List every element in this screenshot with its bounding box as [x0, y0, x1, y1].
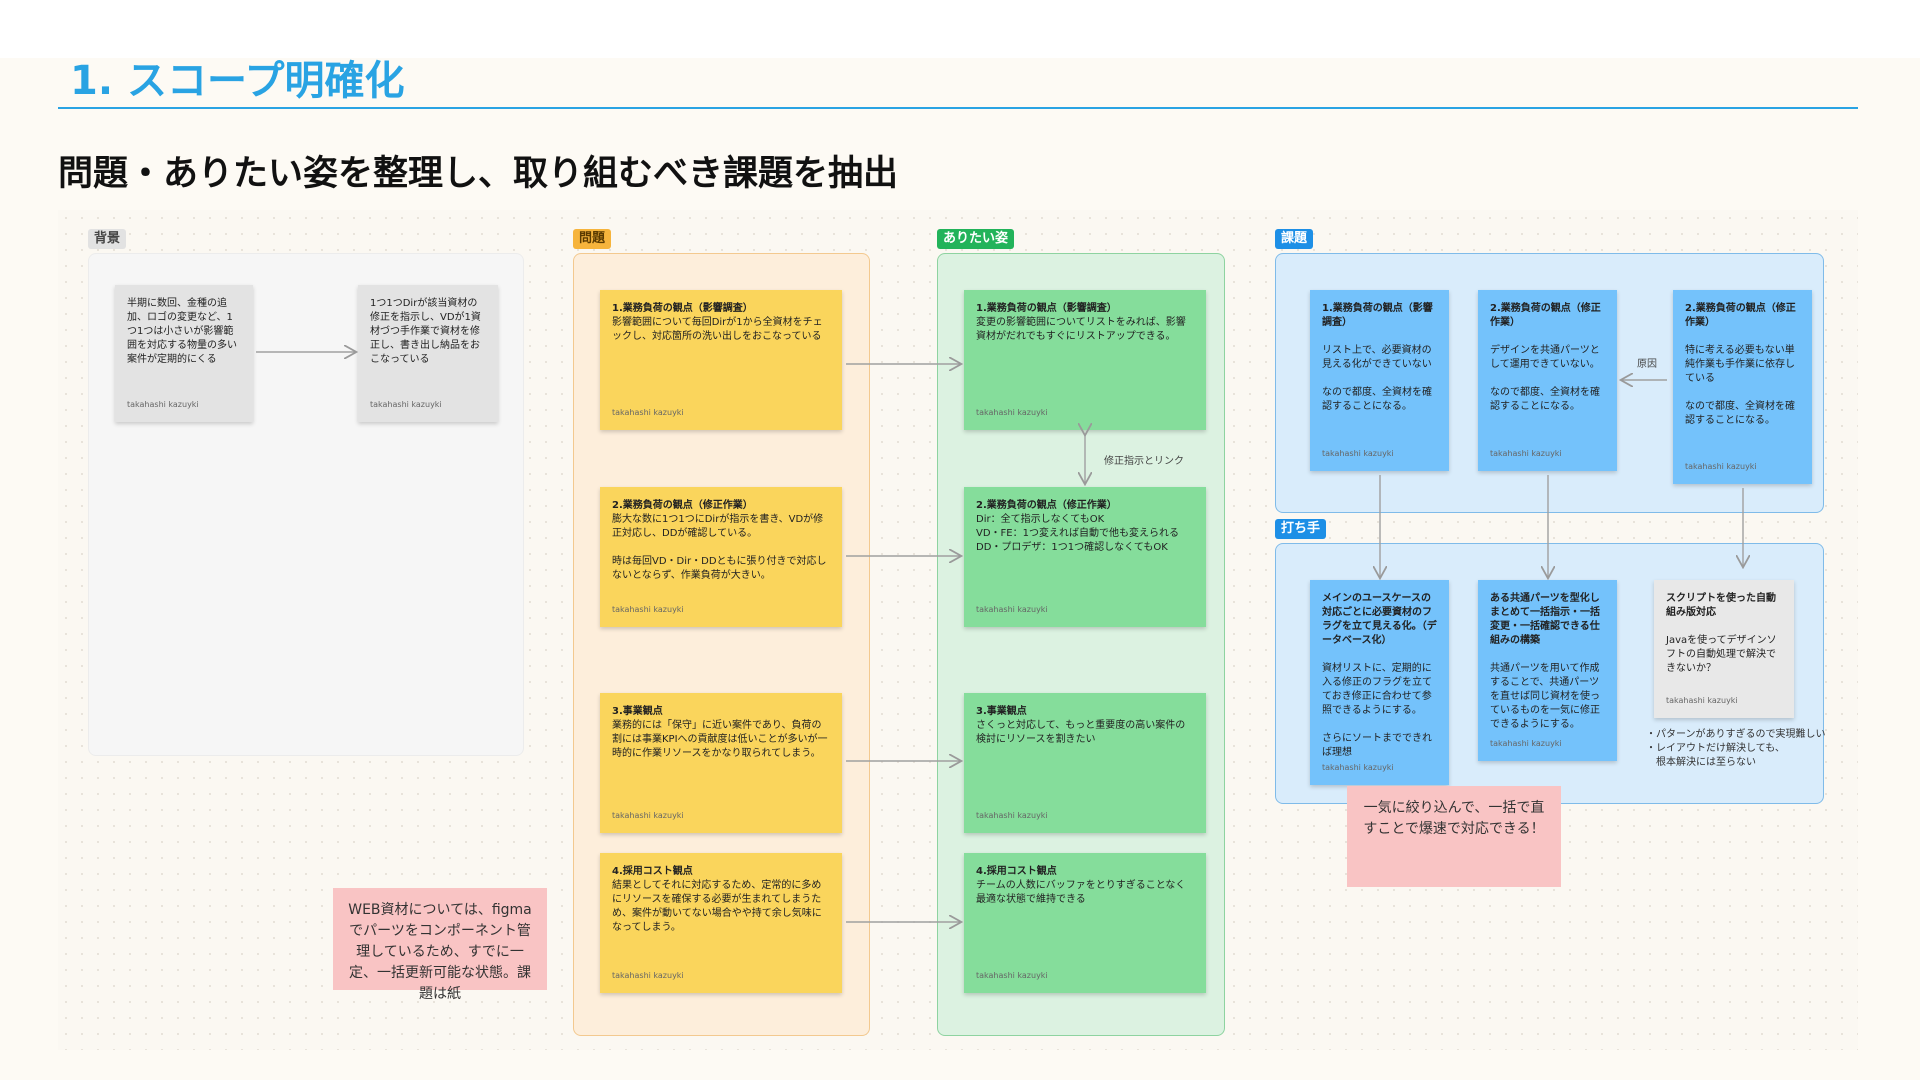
sticky-issue-1[interactable]: 1.業務負荷の観点（影響調査） リスト上で、必要資材の見える化ができていない なの…: [1310, 290, 1449, 471]
script-constraints: ・パターンがありすぎるので実現難しい ・レイアウトだけ解決しても、 根本解決には…: [1646, 729, 1826, 768]
sticky-issue-2[interactable]: 2.業務負荷の観点（修正作業） デザインを共通パーツとして運用できていない。 なの…: [1478, 290, 1617, 471]
link-label: 修正指示とリンク: [1104, 456, 1184, 467]
sticky-author: takahashi kazuyki: [1490, 739, 1562, 748]
sticky-title: 1.業務負荷の観点（影響調査）: [612, 303, 753, 314]
sticky-text: リスト上で、必要資材の見える化ができていない なので都度、全資材を確認することに…: [1322, 345, 1432, 412]
sticky-text: 半期に数回、金種の追加、ロゴの変更など、1つ1つは小さいが影響範囲を対応する物量…: [127, 298, 237, 365]
sticky-title: スクリプトを使った自動組み版対応: [1666, 593, 1776, 618]
cause-label: 原因: [1637, 359, 1657, 370]
sticky-author: takahashi kazuyki: [612, 605, 684, 614]
sticky-problem-2[interactable]: 2.業務負荷の観点（修正作業） 膨大な数に1つ1つにDirが指示を書き、VDが修正…: [600, 487, 842, 627]
section-tag-problem: 問題: [573, 229, 612, 249]
sticky-text: Dir：全て指示しなくてもOK VD・FE：1つ変えれば自動で他も変えられる D…: [976, 514, 1179, 553]
sticky-text: 影響範囲について毎回Dirが1から全資材をチェックし、対応箇所の洗い出しをおこな…: [612, 317, 823, 342]
sticky-author: takahashi kazuyki: [976, 408, 1048, 417]
sticky-text: 業務的には「保守」に近い案件であり、負荷の割には事業KPIへの貢献度は低いことが…: [612, 720, 828, 759]
sticky-author: takahashi kazuyki: [370, 400, 442, 409]
sticky-ideal-1[interactable]: 1.業務負荷の観点（影響調査） 変更の影響範囲についてリストをみれば、影響資材がだ…: [964, 290, 1206, 430]
sticky-text: 1つ1つDirが該当資材の修正を指示し、VDが1資材づつ手作業で資材を修正し、書…: [370, 298, 481, 365]
sticky-action-1[interactable]: メインのユースケースの対応ごとに必要資材のフラグを立て見える化。（データベース化…: [1310, 580, 1449, 785]
sticky-title: 4.採用コスト観点: [612, 866, 693, 877]
sticky-text: 膨大な数に1つ1つにDirが指示を書き、VDが修正対応し、DDが確認している。 …: [612, 514, 827, 581]
sticky-title: 3.事業観点: [976, 706, 1027, 717]
sticky-author: takahashi kazuyki: [612, 811, 684, 820]
section-tag-ideal: ありたい姿: [937, 229, 1015, 249]
sticky-issue-3[interactable]: 2.業務負荷の観点（修正作業） 特に考える必要もない単純作業も手作業に依存している…: [1673, 290, 1812, 484]
sticky-title: 2.業務負荷の観点（修正作業）: [976, 500, 1117, 511]
sticky-background-1[interactable]: 半期に数回、金種の追加、ロゴの変更など、1つ1つは小さいが影響範囲を対応する物量…: [115, 285, 253, 422]
sticky-text: さくっと対応して、もっと重要度の高い案件の検討にリソースを割きたい: [976, 720, 1186, 745]
sticky-title: 2.業務負荷の観点（修正作業）: [1685, 303, 1796, 328]
sticky-text: デザインを共通パーツとして運用できていない。 なので都度、全資材を確認することに…: [1490, 345, 1600, 412]
title-divider: [58, 107, 1858, 109]
sticky-background-2[interactable]: 1つ1つDirが該当資材の修正を指示し、VDが1資材づつ手作業で資材を修正し、書…: [358, 285, 498, 422]
page-subtitle: 問題・ありたい姿を整理し、取り組むべき課題を抽出: [58, 154, 899, 194]
sticky-author: takahashi kazuyki: [612, 408, 684, 417]
sticky-author: takahashi kazuyki: [976, 605, 1048, 614]
top-bar: [0, 0, 1920, 58]
page-title: 1. スコープ明確化: [70, 58, 405, 104]
sticky-title: 2.業務負荷の観点（修正作業）: [612, 500, 753, 511]
sticky-author: takahashi kazuyki: [1685, 462, 1757, 471]
sticky-author: takahashi kazuyki: [612, 971, 684, 980]
sticky-author: takahashi kazuyki: [1322, 763, 1394, 772]
focus-note[interactable]: 一気に絞り込んで、一括で直すことで爆速で対応できる！: [1347, 786, 1561, 887]
sticky-title: 4.採用コスト観点: [976, 866, 1057, 877]
sticky-text: チームの人数にバッファをとりすぎることなく最適な状態で維持できる: [976, 880, 1186, 905]
sticky-title: 3.事業観点: [612, 706, 663, 717]
sticky-title: メインのユースケースの対応ごとに必要資材のフラグを立て見える化。（データベース化…: [1322, 593, 1437, 646]
sticky-author: takahashi kazuyki: [1490, 449, 1562, 458]
sticky-text: Javaを使ってデザインソフトの自動処理で解決できないか？: [1666, 635, 1777, 674]
sticky-action-3[interactable]: スクリプトを使った自動組み版対応 Javaを使ってデザインソフトの自動処理で解決で…: [1654, 580, 1794, 718]
section-tag-action: 打ち手: [1275, 519, 1327, 539]
sticky-author: takahashi kazuyki: [976, 811, 1048, 820]
sticky-ideal-2[interactable]: 2.業務負荷の観点（修正作業） Dir：全て指示しなくてもOK VD・FE：1つ変…: [964, 487, 1206, 627]
sticky-title: 1.業務負荷の観点（影響調査）: [1322, 303, 1433, 328]
sticky-text: 結果としてそれに対応するため、定常的に多めにリソースを確保する必要が生まれてしま…: [612, 880, 822, 933]
sticky-ideal-4[interactable]: 4.採用コスト観点チームの人数にバッファをとりすぎることなく最適な状態で維持でき…: [964, 853, 1206, 993]
section-tag-issue: 課題: [1275, 229, 1314, 249]
sticky-action-2[interactable]: ある共通パーツを型化しまとめて一括指示・一括変更・一括確認できる仕組みの構築共通…: [1478, 580, 1617, 761]
sticky-author: takahashi kazuyki: [127, 400, 199, 409]
sticky-problem-1[interactable]: 1.業務負荷の観点（影響調査） 影響範囲について毎回Dirが1から全資材をチェック…: [600, 290, 842, 430]
sticky-text: 資材リストに、定期的に入る修正のフラグを立てておき修正に合わせて参照できるように…: [1322, 663, 1432, 758]
sticky-author: takahashi kazuyki: [1666, 696, 1738, 705]
figma-note[interactable]: WEB資材については、figmaでパーツをコンポーネント管理しているため、すでに…: [333, 888, 547, 1002]
sticky-text: 共通パーツを用いて作成することで、共通パーツを直せば同じ資材を使っているものを一…: [1490, 663, 1600, 730]
sticky-author: takahashi kazuyki: [1322, 449, 1394, 458]
sticky-author: takahashi kazuyki: [976, 971, 1048, 980]
sticky-ideal-3[interactable]: 3.事業観点さくっと対応して、もっと重要度の高い案件の検討にリソースを割きたい …: [964, 693, 1206, 833]
section-tag-background: 背景: [88, 229, 127, 249]
sticky-title: 2.業務負荷の観点（修正作業）: [1490, 303, 1601, 328]
sticky-text: 変更の影響範囲についてリストをみれば、影響資材がだれでもすぐにリストアップできる…: [976, 317, 1186, 342]
sticky-problem-3[interactable]: 3.事業観点業務的には「保守」に近い案件であり、負荷の割には事業KPIへの貢献度…: [600, 693, 842, 833]
sticky-title: 1.業務負荷の観点（影響調査）: [976, 303, 1117, 314]
sticky-title: ある共通パーツを型化しまとめて一括指示・一括変更・一括確認できる仕組みの構築: [1490, 593, 1600, 646]
sticky-problem-4[interactable]: 4.採用コスト観点結果としてそれに対応するため、定常的に多めにリソースを確保する…: [600, 853, 842, 993]
sticky-text: 特に考える必要もない単純作業も手作業に依存している なので都度、全資材を確認する…: [1685, 345, 1795, 426]
